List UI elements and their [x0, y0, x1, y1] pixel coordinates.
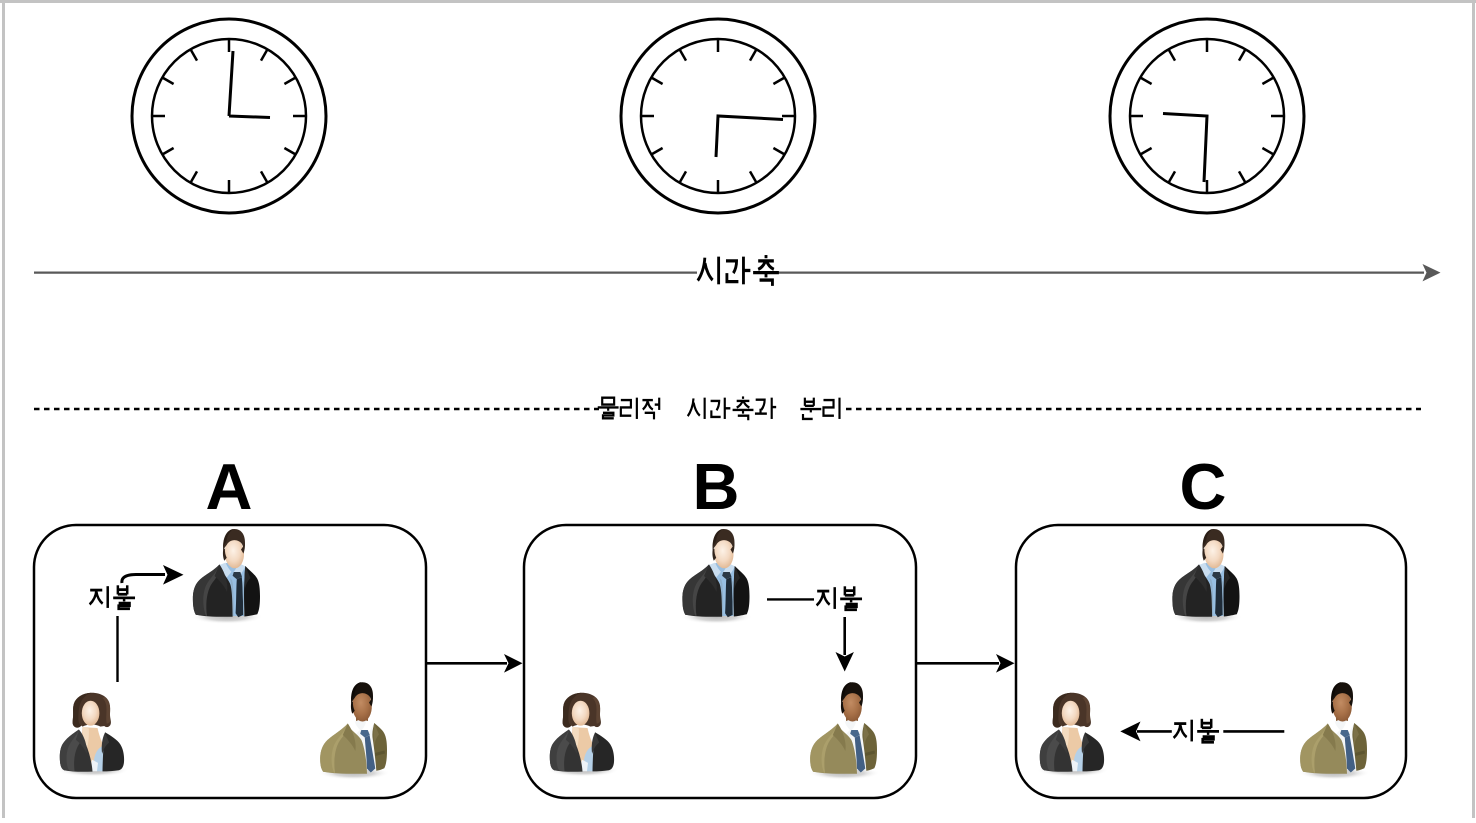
svg-text:A: A	[206, 450, 253, 523]
svg-text:B: B	[693, 450, 740, 523]
svg-text:C: C	[1180, 450, 1227, 523]
